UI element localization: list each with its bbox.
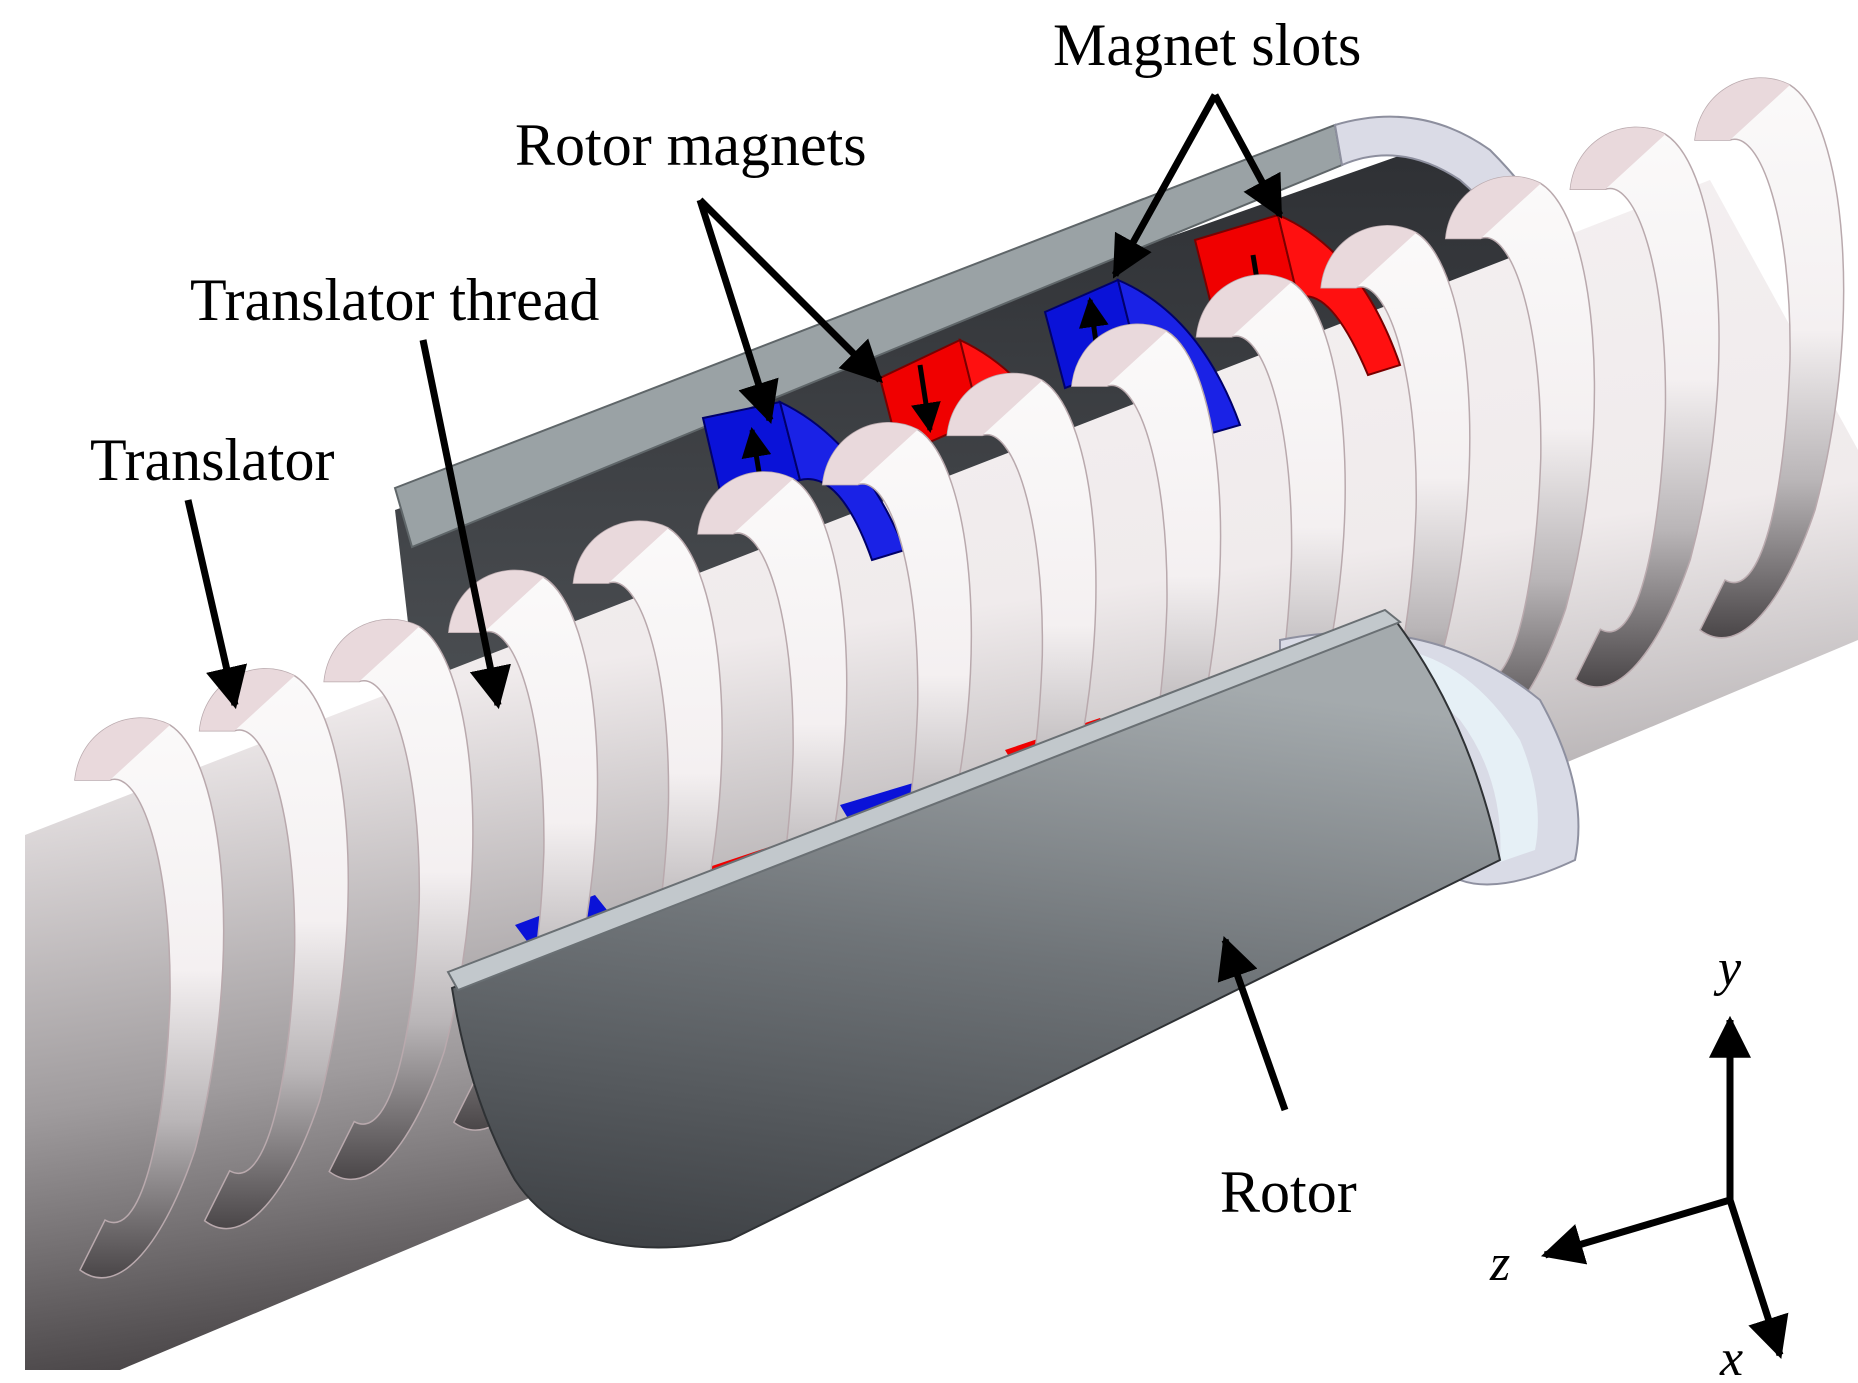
coordinate-axes: y z x — [1489, 940, 1789, 1383]
x-axis-arrow — [1726, 1198, 1789, 1359]
arrow-translator — [184, 499, 248, 710]
thread-ring — [323, 618, 474, 1180]
labels: Magnet slots Rotor magnets Translator th… — [90, 12, 1361, 1225]
axis-label-y: y — [1713, 940, 1742, 997]
label-rotor-magnets: Rotor magnets — [515, 112, 867, 178]
axis-label-x: x — [1719, 1330, 1743, 1383]
label-rotor: Rotor — [1220, 1159, 1357, 1225]
arrow-magnet-slots-1 — [1111, 93, 1219, 279]
axis-label-z: z — [1489, 1235, 1510, 1292]
rotor-front-shell — [446, 608, 1580, 1249]
magnetization-arrow-down — [911, 364, 941, 433]
thread-ring — [74, 717, 225, 1279]
arrow-magnet-slots-2 — [1211, 93, 1284, 219]
arrow-rotor — [1217, 936, 1289, 1112]
label-translator: Translator — [90, 427, 334, 493]
arrow-translator-thread — [419, 339, 511, 710]
thread-ring — [1694, 77, 1845, 639]
z-axis-arrow — [1540, 1196, 1731, 1265]
annotation-arrows — [184, 93, 1289, 1112]
label-translator-thread: Translator thread — [190, 267, 599, 333]
arrow-rotor-magnets-1 — [696, 198, 779, 425]
label-magnet-slots: Magnet slots — [1053, 12, 1361, 78]
thread-ring — [1569, 126, 1720, 688]
arrow-rotor-magnets-2 — [697, 197, 883, 383]
